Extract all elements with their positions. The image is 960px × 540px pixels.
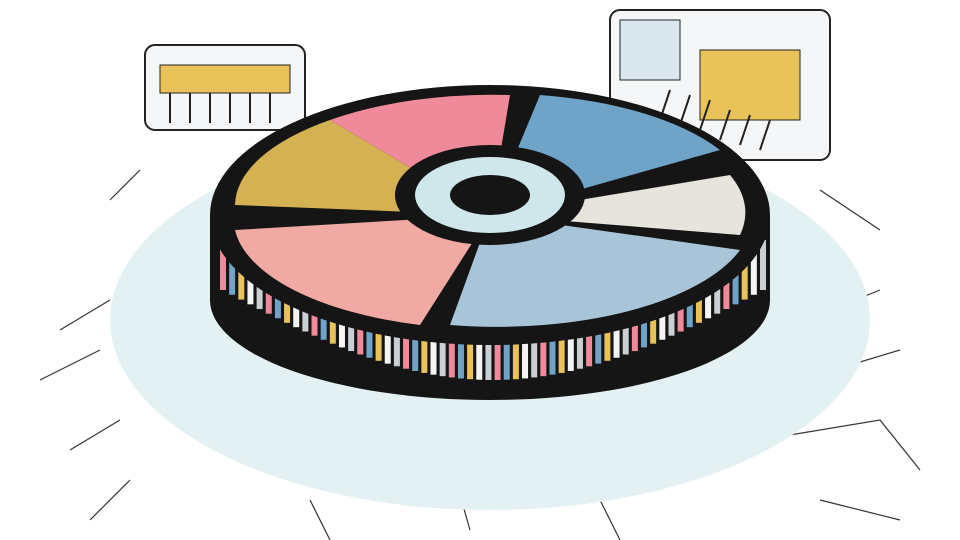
tape-pocket (393, 316, 400, 367)
tape-pocket (476, 329, 483, 380)
tape-pocket (549, 324, 556, 375)
tape-pocket (485, 329, 492, 380)
tape-pocket (531, 327, 538, 378)
connector-panel-left (144, 44, 306, 131)
tape-pocket (430, 324, 437, 375)
tape-pocket (366, 307, 373, 358)
tape-pocket (503, 329, 510, 380)
tape-pocket (558, 322, 565, 373)
tape-pocket (220, 240, 226, 290)
reel (210, 85, 770, 400)
tape-segment-pink-yellow (235, 215, 490, 325)
tape-pocket (384, 313, 391, 364)
tape-pocket (595, 313, 602, 364)
tape-pocket (229, 244, 236, 295)
tape-pocket (732, 254, 739, 305)
tape-pocket (586, 316, 593, 367)
tape-pocket (457, 328, 464, 379)
tape-pocket (760, 240, 766, 290)
tape-pocket (613, 307, 620, 358)
tape-pocket (576, 318, 583, 369)
tape-pocket (567, 320, 574, 371)
tape-pocket (448, 327, 455, 378)
tape-pocket (403, 318, 410, 369)
tape-pocket (467, 329, 474, 380)
tape-pocket (604, 310, 611, 361)
tape-pocket (741, 249, 748, 300)
tape-pocket (540, 326, 547, 377)
tape-pocket (439, 326, 446, 377)
tape-pocket (512, 329, 519, 380)
tape-pocket (412, 320, 419, 371)
hub-center (450, 175, 530, 215)
tape-pocket (421, 322, 428, 373)
tape-segment-blue-gray (450, 215, 740, 327)
tape-pocket (375, 310, 382, 361)
tape-pocket (522, 328, 529, 379)
tape-pocket (494, 329, 501, 380)
tape-pocket (750, 244, 757, 295)
tape-pocket (622, 304, 629, 355)
